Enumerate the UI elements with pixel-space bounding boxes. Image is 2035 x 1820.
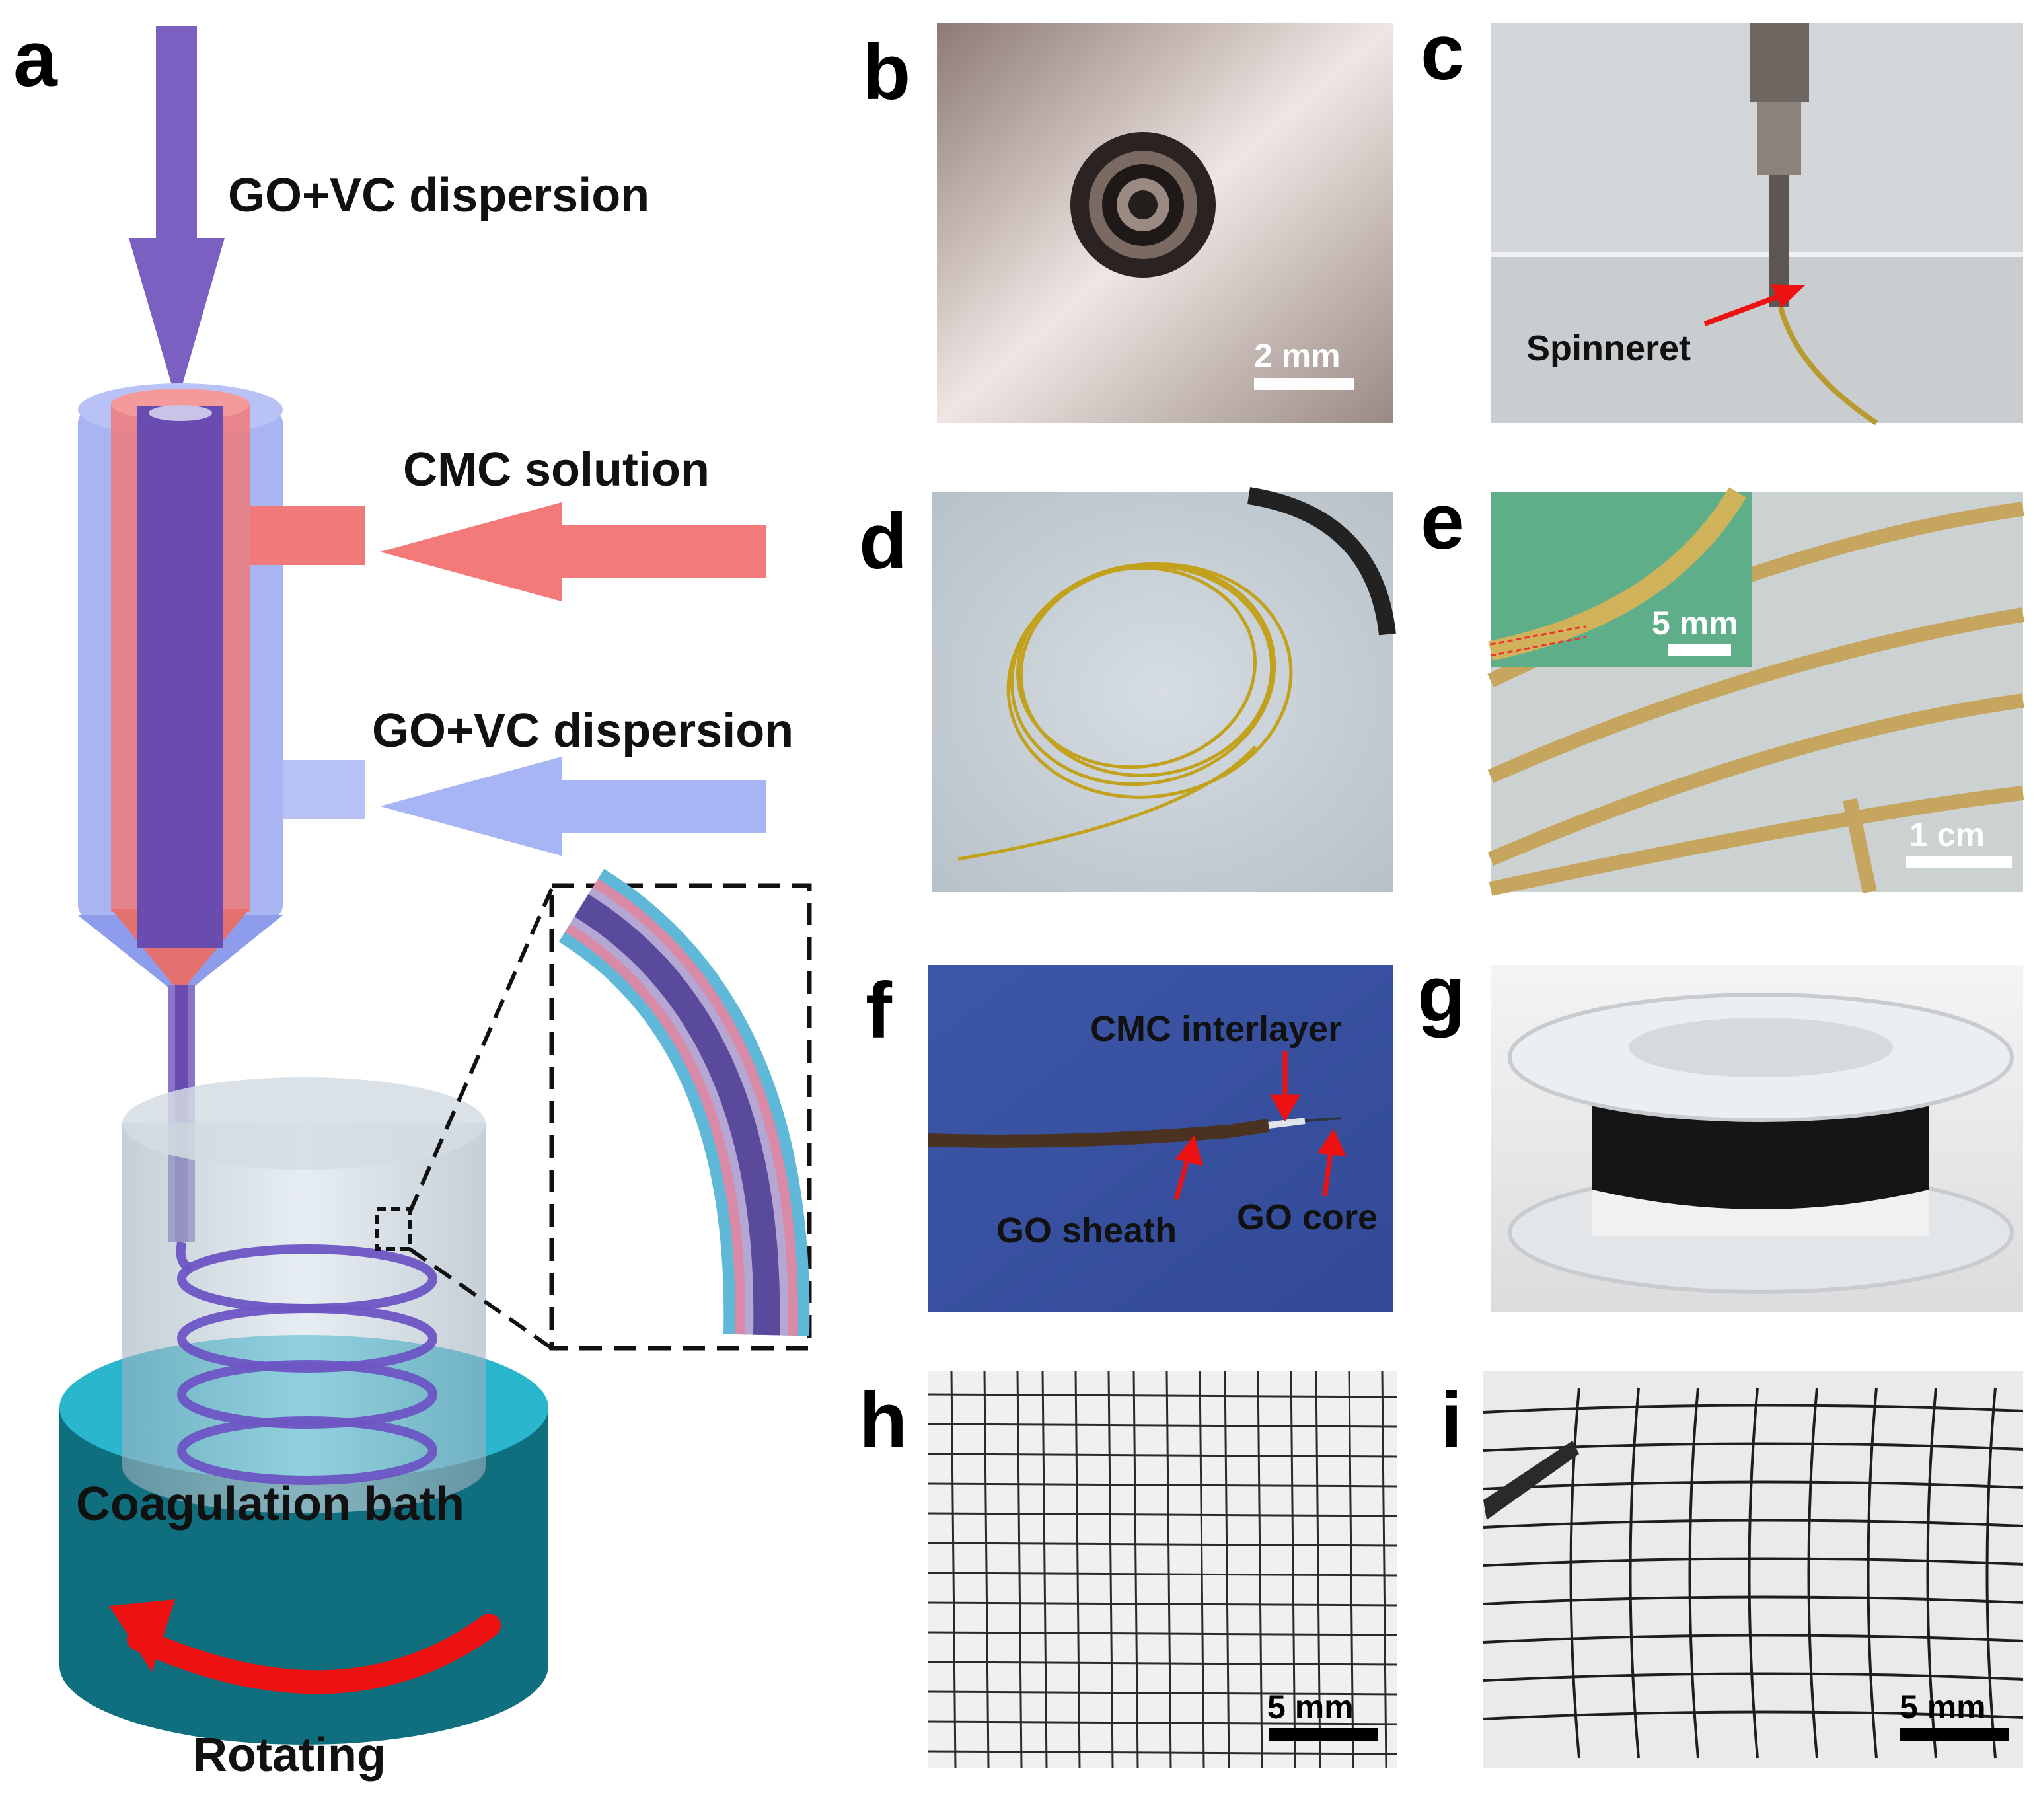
grid-curve: [1807, 1387, 1818, 1759]
grid-line: [928, 1601, 1398, 1607]
panel-a: a GO+VC dispersion: [13, 15, 812, 1782]
spinneret-nozzle-photo: [1750, 23, 1878, 426]
scale-bar-i: [1900, 1728, 2009, 1741]
grid-line: [1016, 1371, 1023, 1768]
grid-line: [983, 1371, 990, 1768]
scale-bar-b: [1254, 378, 1354, 390]
label-inlet-lower: GO+VC dispersion: [372, 704, 794, 757]
label-spinneret: Spinneret: [1526, 328, 1691, 368]
scale-bar-h: [1269, 1728, 1378, 1741]
grid-line: [928, 1720, 1398, 1725]
spool-photo: [1508, 993, 2014, 1294]
panel-b: b 2 mm: [862, 23, 1393, 423]
grid-line: [1224, 1371, 1230, 1768]
grid-line: [1041, 1371, 1048, 1768]
grid-line: [1166, 1371, 1172, 1768]
panel-f: f CMC interlayer GO sheath GO core: [866, 965, 1393, 1312]
grid-line: [928, 1542, 1398, 1547]
grid-curve: [1867, 1387, 1878, 1759]
rotating-arrow-head: [109, 1599, 175, 1672]
grid-line: [928, 1512, 1398, 1517]
scale-text-e-inset: 5 mm: [1652, 605, 1738, 642]
fiber-cross-section-inset: [408, 868, 812, 1351]
label-sheath: GO sheath: [996, 1211, 1177, 1250]
grid-curve: [1985, 1387, 1997, 1759]
grid-line: [928, 1393, 1398, 1398]
scale-text-h: 5 mm: [1267, 1688, 1354, 1725]
grid-line: [950, 1371, 957, 1768]
arrows-f: [1173, 1051, 1347, 1200]
grid-line: [928, 1661, 1398, 1666]
tweezer: [1483, 1441, 1579, 1520]
rotating-arrow: [127, 1614, 501, 1694]
label-bath: Coagulation bath: [76, 1478, 464, 1531]
panel-c: c Spinneret: [1421, 8, 2023, 426]
grid-line: [1199, 1371, 1205, 1768]
grid-line: [1381, 1371, 1388, 1768]
scale-text-b: 2 mm: [1254, 337, 1341, 374]
top-inlet-arrow: [129, 26, 225, 403]
grid-line: [928, 1572, 1398, 1577]
go-vc-lower-arrow: [380, 757, 766, 856]
panel-g: g: [1417, 950, 2023, 1312]
grid-line: [928, 1631, 1398, 1636]
scale-bar-e: [1906, 856, 2012, 868]
scale-text-e: 1 cm: [1909, 816, 1985, 853]
grid-curve: [1483, 1557, 2024, 1567]
inset-e: 5 mm: [1488, 487, 1752, 667]
grid-line: [1132, 1371, 1139, 1768]
grid-line: [1107, 1371, 1114, 1768]
label-interlayer: CMC interlayer: [1090, 1009, 1342, 1049]
panel-letter-i: i: [1440, 1376, 1462, 1464]
label-inlet-top: GO+VC dispersion: [228, 169, 649, 222]
fiber-photo-f: [928, 1119, 1270, 1148]
grid-curve: [1688, 1387, 1699, 1759]
fabric-grid-i: [1483, 1387, 2024, 1759]
fabric-grid-h: [928, 1371, 1398, 1768]
grid-curve: [1483, 1634, 2024, 1644]
grid-curve: [1926, 1387, 1937, 1759]
spinneret-tip-photo: [1070, 132, 1216, 278]
panel-h: h 5 mm: [859, 1371, 1398, 1768]
grid-line: [928, 1453, 1398, 1458]
grid-curve: [1748, 1387, 1759, 1759]
panel-e: e 5 mm 1 cm: [1421, 477, 2024, 896]
panel-i: i 5 mm: [1440, 1371, 2024, 1768]
panel-letter-h: h: [859, 1376, 907, 1464]
scale-text-i: 5 mm: [1900, 1688, 1986, 1725]
grid-curve: [1483, 1710, 2024, 1720]
panel-d: d: [859, 487, 1396, 892]
grid-line: [928, 1750, 1398, 1755]
panel-letter-b: b: [862, 28, 910, 116]
grid-line: [1074, 1371, 1081, 1768]
grid-curve: [1483, 1595, 2024, 1605]
grid-line: [1290, 1371, 1296, 1768]
label-inlet-cmc: CMC solution: [403, 443, 710, 496]
grid-curve: [1483, 1519, 2024, 1529]
panel-letter-g: g: [1417, 950, 1465, 1038]
panel-letter-f: f: [866, 966, 893, 1055]
spinneret-body: [78, 383, 365, 1242]
panel-letter-a: a: [13, 15, 58, 103]
grid-curve: [1483, 1404, 2024, 1414]
label-core: GO core: [1237, 1197, 1378, 1237]
grid-line: [1348, 1371, 1354, 1768]
grid-line: [928, 1690, 1398, 1696]
cmc-arrow: [380, 502, 766, 601]
grid-line: [1257, 1371, 1263, 1768]
panel-letter-d: d: [859, 497, 907, 586]
grid-line: [928, 1482, 1398, 1488]
grid-line: [1315, 1371, 1321, 1768]
grid-curve: [1629, 1387, 1640, 1759]
grid-curve: [1569, 1387, 1580, 1759]
grid-line: [928, 1423, 1398, 1428]
coiled-fiber-photo: [957, 562, 1293, 861]
panel-letter-e: e: [1421, 477, 1465, 566]
label-rotating: Rotating: [193, 1729, 386, 1782]
panel-letter-c: c: [1421, 8, 1465, 96]
photo-d: [932, 492, 1393, 892]
